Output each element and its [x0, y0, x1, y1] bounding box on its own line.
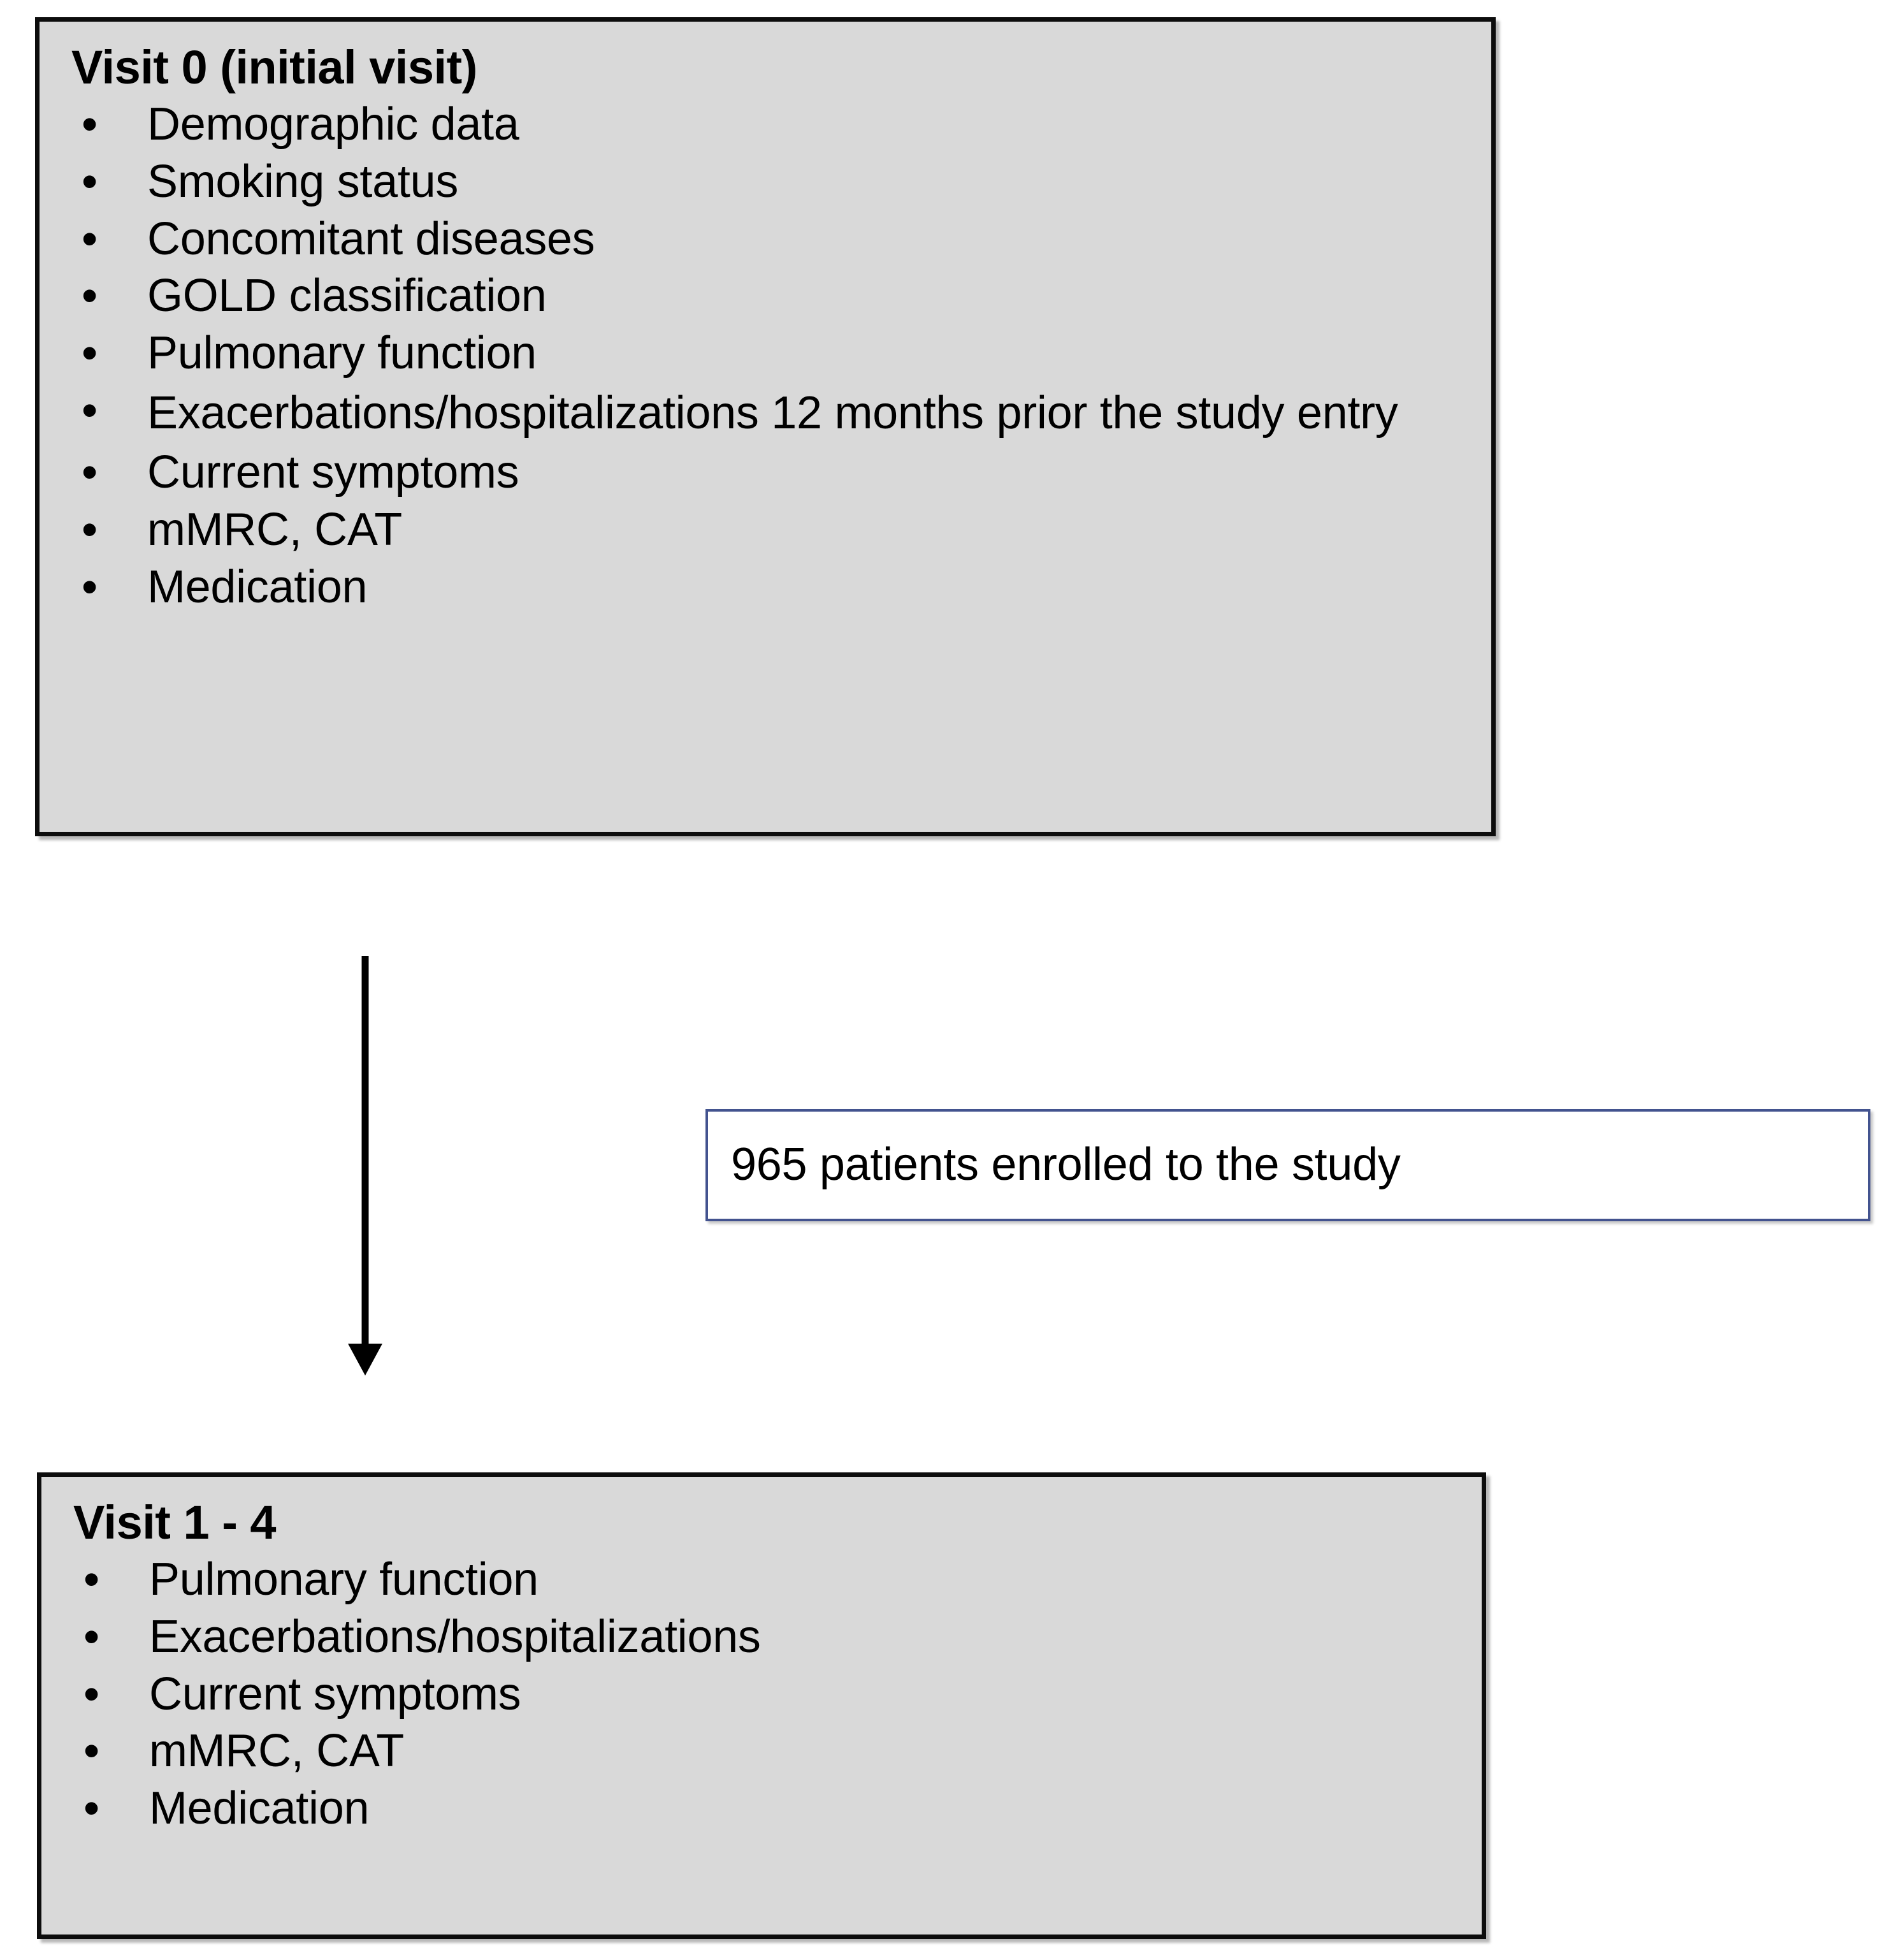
list-item-label: GOLD classification — [147, 270, 547, 322]
bullet-icon: • — [82, 447, 98, 498]
list-item: • Current symptoms — [73, 1667, 1463, 1723]
list-item-label: Exacerbations/hospitalizations — [149, 1611, 761, 1662]
list-item: • Exacerbations/hospitalizations 12 mont… — [71, 383, 1472, 444]
bullet-icon: • — [82, 270, 98, 322]
list-item-label: Concomitant diseases — [147, 213, 595, 265]
list-item: • GOLD classification — [71, 268, 1472, 324]
bullet-icon: • — [82, 213, 98, 265]
list-item: • mMRC, CAT — [73, 1724, 1463, 1780]
list-item-label: Current symptoms — [147, 447, 519, 498]
visit-1-4-node: Visit 1 - 4 • Pulmonary function • Exace… — [37, 1472, 1486, 1939]
list-item-label: Pulmonary function — [149, 1553, 539, 1605]
visit-0-node: Visit 0 (initial visit) • Demographic da… — [35, 17, 1496, 836]
list-item-label: Current symptoms — [149, 1668, 521, 1720]
visit-1-4-title: Visit 1 - 4 — [73, 1496, 277, 1549]
enrollment-callout: 965 patients enrolled to the study — [705, 1109, 1870, 1221]
list-item-label: Smoking status — [147, 156, 459, 207]
list-item: • Medication — [71, 560, 1472, 616]
list-item-label: Medication — [147, 561, 368, 613]
bullet-icon: • — [82, 328, 98, 379]
list-item-label: mMRC, CAT — [147, 504, 402, 555]
visit-0-content: Visit 0 (initial visit) • Demographic da… — [40, 22, 1491, 832]
bullet-icon: • — [83, 1611, 99, 1662]
visit-1-4-item-list: • Pulmonary function • Exacerbations/hos… — [73, 1552, 1463, 1837]
list-item-label: mMRC, CAT — [149, 1725, 404, 1777]
list-item-label: Medication — [149, 1783, 370, 1834]
bullet-icon: • — [83, 1553, 99, 1605]
list-item: • Demographic data — [71, 97, 1472, 153]
enrollment-label: 965 patients enrolled to the study — [731, 1139, 1401, 1191]
bullet-icon: • — [82, 385, 98, 437]
visit-0-title: Visit 0 (initial visit) — [71, 41, 477, 94]
list-item: • Medication — [73, 1781, 1463, 1837]
list-item-label: Demographic data — [147, 98, 519, 150]
list-item: • Exacerbations/hospitalizations — [73, 1609, 1463, 1666]
list-item: • Pulmonary function — [73, 1552, 1463, 1608]
bullet-icon: • — [83, 1725, 99, 1777]
visit-0-item-list: • Demographic data • Smoking status • Co… — [71, 97, 1472, 616]
bullet-icon: • — [82, 98, 98, 150]
list-item: • mMRC, CAT — [71, 502, 1472, 558]
bullet-icon: • — [82, 156, 98, 207]
list-item: • Smoking status — [71, 154, 1472, 210]
list-item: • Current symptoms — [71, 445, 1472, 501]
flow-arrow-down-icon — [348, 956, 382, 1376]
bullet-icon: • — [83, 1783, 99, 1834]
bullet-icon: • — [83, 1668, 99, 1720]
list-item-label: Exacerbations/hospitalizations 12 months… — [147, 388, 1398, 439]
list-item-label: Pulmonary function — [147, 328, 537, 379]
list-item: • Concomitant diseases — [71, 212, 1472, 268]
bullet-icon: • — [82, 561, 98, 613]
list-item: • Pulmonary function — [71, 326, 1472, 382]
bullet-icon: • — [82, 504, 98, 555]
visit-1-4-content: Visit 1 - 4 • Pulmonary function • Exace… — [41, 1477, 1482, 1935]
